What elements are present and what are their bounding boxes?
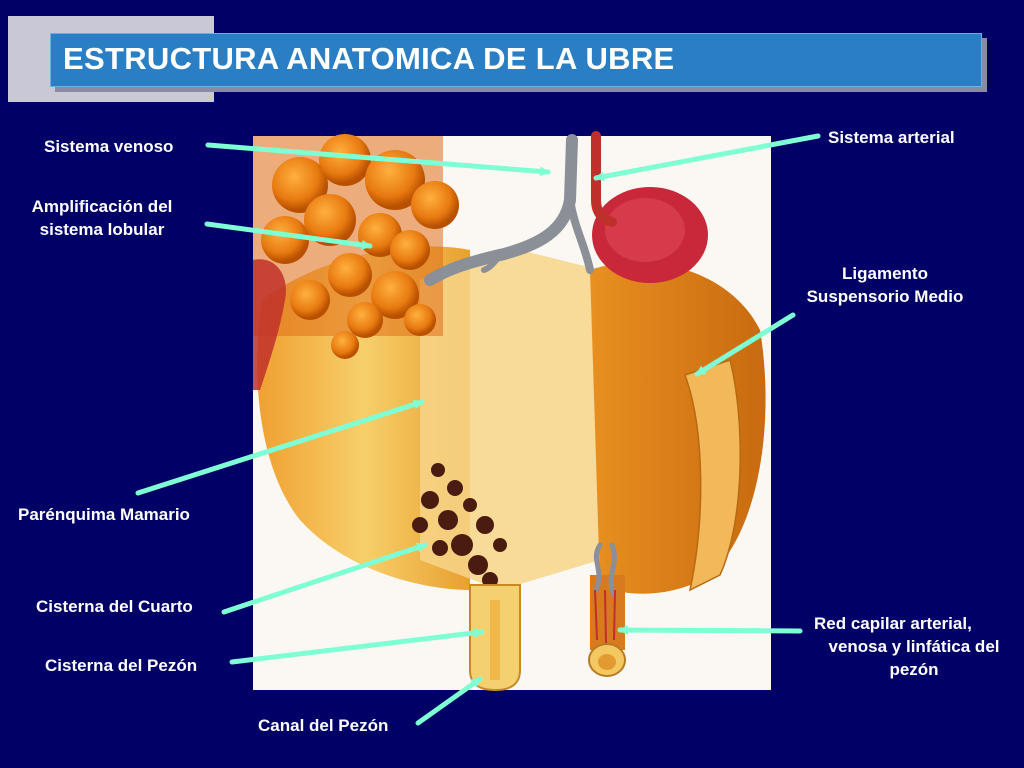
pointer-arrows bbox=[135, 133, 821, 726]
artery-trunk bbox=[591, 131, 617, 227]
arrow-sistema-venoso bbox=[205, 142, 551, 177]
arrow-canal-pezon bbox=[415, 676, 483, 726]
arrow-cisterna-cuarto bbox=[221, 542, 428, 615]
arrow-ligamento bbox=[694, 312, 796, 377]
label-red-capilar-line3: pezón bbox=[889, 660, 939, 679]
label-cisterna-cuarto: Cisterna del Cuarto bbox=[36, 597, 193, 616]
label-amplificacion-line1: Amplificación del bbox=[31, 197, 173, 216]
label-canal-pezon: Canal del Pezón bbox=[258, 716, 389, 735]
teat-canal bbox=[490, 600, 500, 680]
label-parenquima: Parénquima Mamario bbox=[18, 505, 190, 524]
title-bar: ESTRUCTURA ANATOMICA DE LA UBRE bbox=[50, 33, 982, 87]
gland-cistern-ducts bbox=[412, 463, 507, 588]
label-sistema-venoso: Sistema venoso bbox=[44, 137, 174, 156]
arrow-parenquima bbox=[135, 399, 425, 496]
label-ligamento: Ligamento Suspensorio Medio bbox=[790, 262, 980, 308]
vein-tree bbox=[424, 134, 594, 286]
label-cisterna-pezon: Cisterna del Pezón bbox=[45, 656, 198, 675]
label-red-capilar: Red capilar arterial, venosa y linfática… bbox=[808, 612, 1020, 681]
label-sistema-arterial: Sistema arterial bbox=[828, 128, 955, 147]
arrow-amplificacion bbox=[204, 221, 373, 250]
label-amplificacion-line2: sistema lobular bbox=[39, 220, 165, 239]
arrow-sistema-arterial bbox=[593, 133, 821, 182]
page-title: ESTRUCTURA ANATOMICA DE LA UBRE bbox=[63, 41, 675, 76]
udder-illustration bbox=[253, 131, 771, 692]
label-ligamento-line1: Ligamento bbox=[842, 264, 928, 283]
right-teat bbox=[590, 575, 625, 650]
label-amplificacion: Amplificación del sistema lobular bbox=[14, 195, 190, 241]
label-red-capilar-line2: venosa y linfática del bbox=[828, 637, 1000, 656]
arrow-cisterna-pezon bbox=[229, 627, 485, 665]
arrow-red-capilar bbox=[617, 625, 803, 636]
central-cut-face bbox=[420, 250, 600, 590]
label-ligamento-line2: Suspensorio Medio bbox=[806, 287, 964, 306]
label-red-capilar-line1: Red capilar arterial, bbox=[814, 614, 972, 633]
teat-capillaries bbox=[593, 542, 617, 598]
ligament-band bbox=[684, 359, 741, 592]
left-vessel bbox=[253, 259, 286, 390]
